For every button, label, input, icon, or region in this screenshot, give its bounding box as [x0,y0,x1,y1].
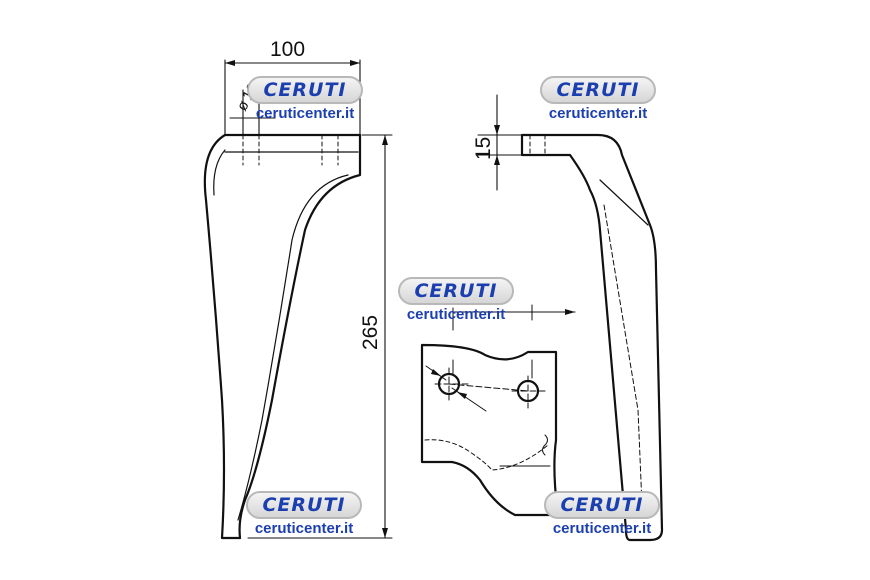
watermark-top-left: CERUTI ceruticenter.it [235,76,375,123]
side-view [520,133,664,542]
watermark-top-right: CERUTI ceruticenter.it [528,76,668,123]
watermark-url: ceruticenter.it [548,105,648,122]
watermark-brand: CERUTI [247,76,363,104]
dimension-thickness-label: 15 [472,137,495,160]
watermark-center: CERUTI ceruticenter.it [386,277,526,324]
watermark-url: ceruticenter.it [552,520,652,537]
detail-view [420,304,576,517]
watermark-brand: CERUTI [544,491,660,519]
front-view [203,133,362,540]
watermark-brand: CERUTI [398,277,514,305]
dimension-arrows [225,60,500,538]
watermark-url: ceruticenter.it [254,520,354,537]
watermark-brand: CERUTI [246,491,362,519]
dimension-height-label: 265 [359,315,382,350]
dimension-width-label: 100 [270,38,305,61]
watermark-bottom-right: CERUTI ceruticenter.it [532,491,672,538]
watermark-url: ceruticenter.it [406,306,506,323]
watermark-bottom-left: CERUTI ceruticenter.it [234,491,374,538]
watermark-url: ceruticenter.it [255,105,355,122]
watermark-brand: CERUTI [540,76,656,104]
